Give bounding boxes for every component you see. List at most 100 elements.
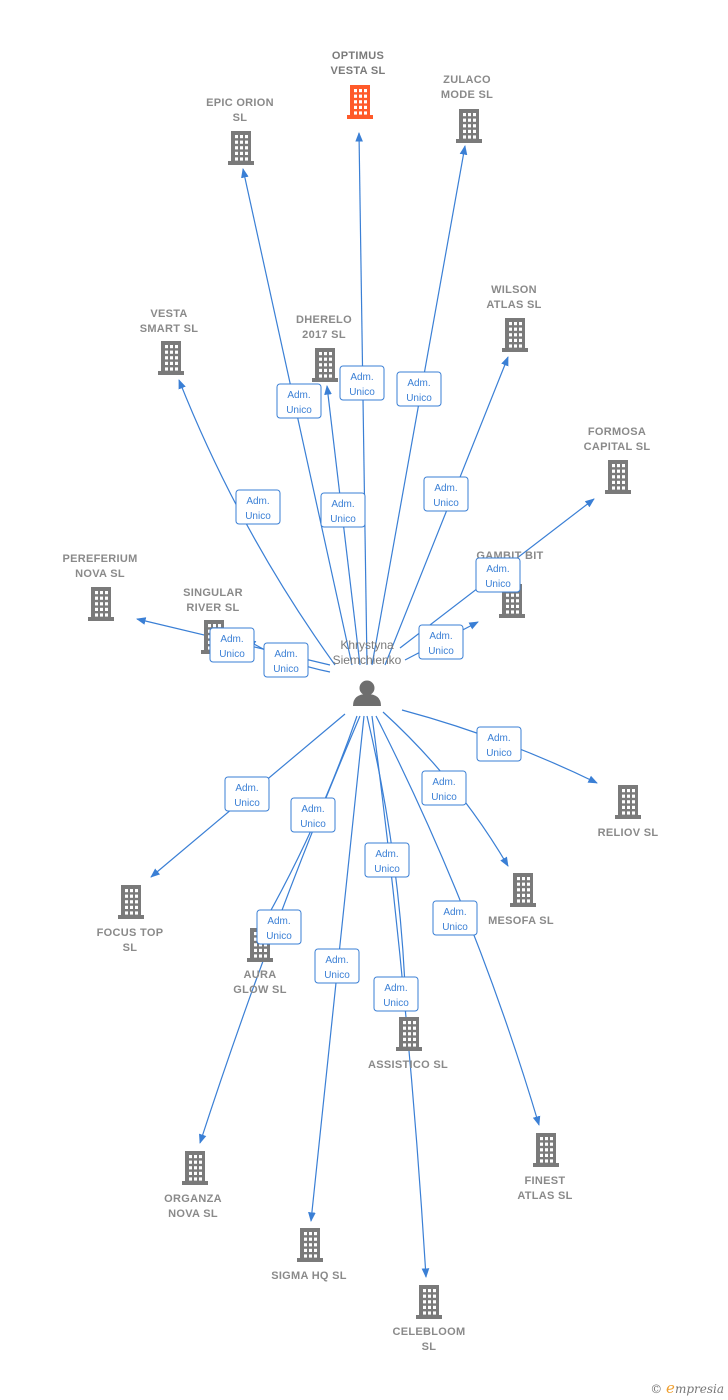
company-label-line: SL	[233, 112, 248, 124]
company-label-line: RELIOV SL	[598, 827, 659, 839]
company-label-line: WILSON	[491, 284, 537, 296]
company-node-celebloom[interactable]: CELEBLOOM SL	[393, 1285, 466, 1353]
edge-label-type: Unico	[330, 514, 356, 525]
edge-label-assistico[interactable]: Adm.Unico	[364, 842, 410, 878]
building-icon	[416, 1285, 442, 1319]
edge-label-role: Adm.	[487, 733, 510, 744]
edge-label-celebloom[interactable]: Adm.Unico	[373, 976, 419, 1012]
edge-label-dherelo-2017[interactable]: Adm. Unico	[320, 492, 366, 528]
brand-footer[interactable]: © empresia	[650, 1379, 724, 1397]
edge-label-type: Unico	[324, 970, 350, 981]
company-label-line: NOVA SL	[75, 568, 125, 580]
edge-label-reliov[interactable]: Adm. Unico	[476, 726, 522, 762]
edge-label-gambit-bit[interactable]: Adm.Unico	[418, 624, 464, 660]
company-label-line: SL	[422, 1341, 437, 1353]
company-label-line: MODE SL	[441, 89, 493, 101]
edge-label-role: Adm.	[246, 496, 269, 507]
person-icon[interactable]	[353, 680, 381, 707]
company-node-assistico[interactable]: ASSISTICO SL	[368, 1017, 448, 1071]
edge-label-epic-orion[interactable]: Adm. Unico	[276, 383, 322, 419]
edge-label-zulaco-mode[interactable]: Adm.Unico	[396, 371, 442, 407]
edge-label-pereferium-nova[interactable]: Adm.Unico	[209, 627, 255, 663]
edge-label-role: Adm.	[384, 983, 407, 994]
edge-label-type: Unico	[374, 864, 400, 875]
company-label-line: SIGMA HQ SL	[271, 1270, 347, 1282]
company-label[interactable]: WILSON ATLAS SL	[486, 284, 541, 311]
edge-label-sigma-hq[interactable]: Adm.Unico	[314, 948, 360, 984]
company-label-line: ORGANZA	[164, 1193, 222, 1205]
edge-label-role: Adm.	[429, 631, 452, 642]
edge-label-type: Unico	[234, 798, 260, 809]
edge-label-role: Adm.	[220, 634, 243, 645]
edge-label-focus-top[interactable]: Adm. Unico	[224, 776, 270, 812]
company-label-line: OPTIMUS	[332, 50, 384, 62]
company-label[interactable]: SIGMA HQ SL	[271, 1270, 347, 1282]
edge-label-role: Adm.	[274, 649, 297, 660]
company-label-line: AURA	[244, 969, 277, 981]
company-node-wilson-atlas[interactable]: WILSON ATLAS SL	[486, 284, 541, 352]
edge-label-role: Adm.	[331, 499, 354, 510]
edge-label-finest-atlas[interactable]: Adm.Unico	[432, 900, 478, 936]
copyright-symbol: ©	[650, 1382, 663, 1396]
edge-label-type: Unico	[406, 393, 432, 404]
edge-label-optimus-vesta[interactable]: Adm.Unico	[339, 365, 385, 401]
company-label-line: NOVA SL	[168, 1208, 218, 1220]
company-label-line: ATLAS SL	[486, 299, 541, 311]
edge-label-mesofa[interactable]: Adm.Unico	[421, 770, 467, 806]
edge-label-aura-glow[interactable]: Adm.Unico	[290, 797, 336, 833]
building-icon	[502, 318, 528, 352]
edge-label-organza-nova[interactable]: Adm.Unico	[256, 909, 302, 945]
edge-label-role: Adm.	[235, 783, 258, 794]
edge-label-role: Adm.	[287, 390, 310, 401]
company-label[interactable]: RELIOV SL	[598, 827, 659, 839]
person-name-line: Siemchienko	[333, 653, 402, 667]
company-label[interactable]: ASSISTICO SL	[368, 1059, 448, 1071]
edge-label-singular-river[interactable]: Adm.Unico	[263, 642, 309, 678]
company-label-line: SINGULAR	[183, 587, 243, 599]
company-node-sigma-hq[interactable]: SIGMA HQ SL	[271, 1228, 347, 1282]
company-label[interactable]: MESOFA SL	[488, 915, 554, 927]
company-label-line: CELEBLOOM	[393, 1326, 466, 1338]
company-node-reliov[interactable]: RELIOV SL	[598, 785, 659, 839]
company-node-epic-orion[interactable]: EPIC ORION SL	[206, 97, 274, 165]
edge-arrow-vesta-smart	[178, 379, 336, 666]
brand-logo-text: mpresia	[674, 1382, 724, 1396]
edge-label-wilson-atlas[interactable]: Adm.Unico	[423, 476, 469, 512]
company-node-mesofa[interactable]: MESOFA SL	[488, 873, 554, 927]
company-label-line: EPIC ORION	[206, 97, 274, 109]
building-icon	[456, 109, 482, 143]
company-label[interactable]: EPIC ORION SL	[206, 97, 274, 124]
edge-label-role: Adm.	[443, 907, 466, 918]
company-node-organza-nova[interactable]: ORGANZA NOVA SL	[164, 1151, 222, 1220]
edge-label-type: Unico	[286, 405, 312, 416]
brand-logo-initial: e	[666, 1379, 675, 1397]
edge-label-vesta-smart[interactable]: Adm.Unico	[235, 489, 281, 525]
edge-label-formosa-capital[interactable]: Adm.Unico	[475, 557, 521, 593]
company-label[interactable]: CELEBLOOM SL	[393, 1326, 466, 1353]
company-label[interactable]: ORGANZA NOVA SL	[164, 1193, 222, 1220]
edge-label-type: Unico	[486, 748, 512, 759]
company-label-line: FOCUS TOP	[97, 927, 164, 939]
building-icon	[396, 1017, 422, 1051]
edge-label-role: Adm.	[301, 804, 324, 815]
